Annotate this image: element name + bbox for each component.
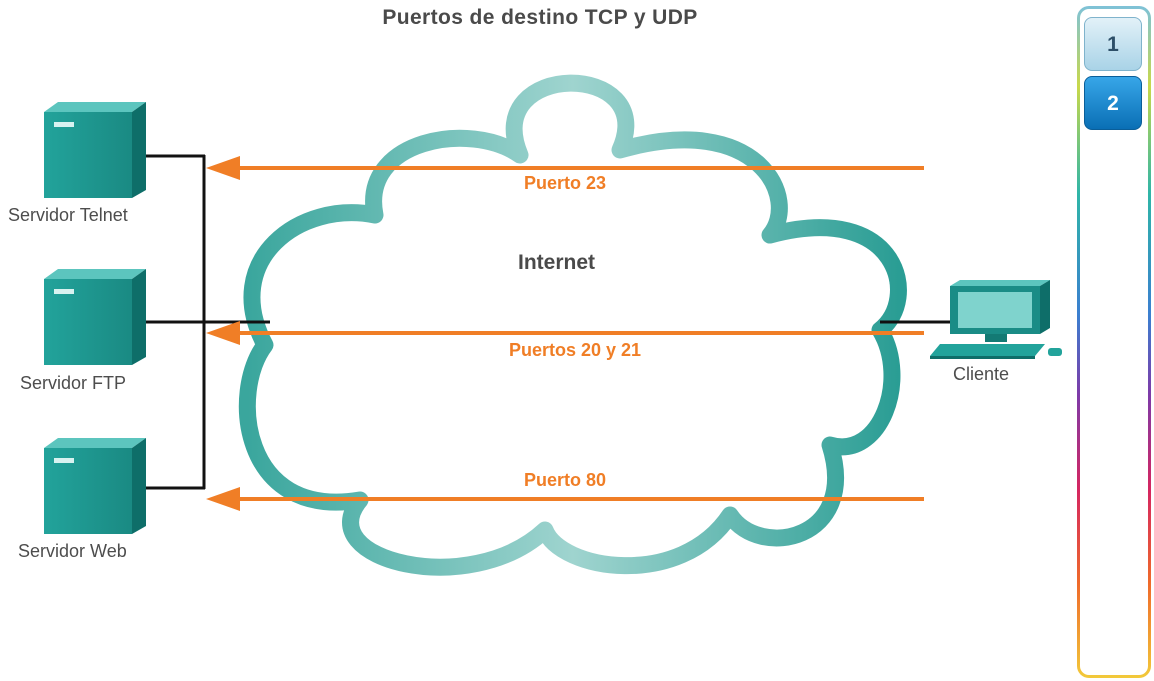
step-1-button[interactable]: 1	[1084, 17, 1142, 71]
port-23-label: Puerto 23	[523, 173, 607, 193]
diagram-title: Puertos de destino TCP y UDP	[382, 6, 698, 29]
web-server-icon	[44, 438, 146, 534]
internet-label: Internet	[518, 251, 596, 274]
port-80-label: Puerto 80	[523, 470, 607, 490]
port-20-21-label: Puertos 20 y 21	[508, 340, 642, 360]
telnet-server-icon	[44, 102, 146, 198]
client-computer-icon	[930, 280, 1062, 359]
client-label: Cliente	[953, 364, 1010, 384]
step-navigator: 1 2	[1077, 6, 1151, 678]
server-bus-lines	[145, 154, 270, 490]
step-navigator-panel: 1 2	[1080, 9, 1148, 675]
port-arrows	[206, 156, 924, 511]
ftp-server-label: Servidor FTP	[20, 373, 127, 393]
web-server-label: Servidor Web	[18, 541, 127, 561]
internet-cloud	[238, 74, 907, 576]
telnet-server-label: Servidor Telnet	[8, 205, 128, 225]
ftp-server-icon	[44, 269, 146, 365]
step-2-button[interactable]: 2	[1084, 76, 1142, 130]
